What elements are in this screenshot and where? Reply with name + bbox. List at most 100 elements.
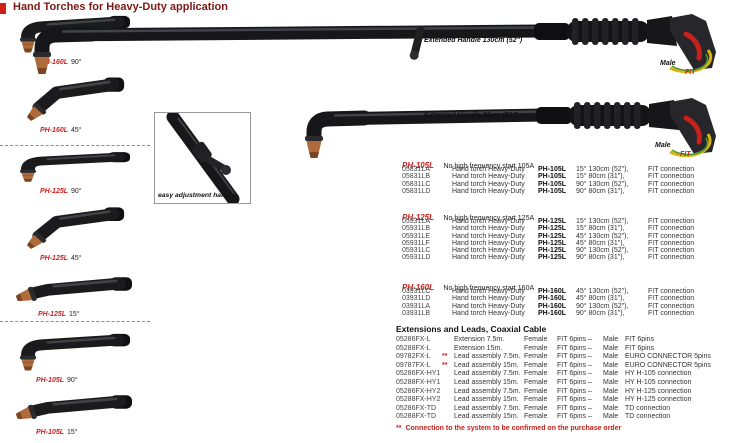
part-spec: 15° 80cm (31"),: [576, 173, 625, 181]
connector-gender-left: Female: [524, 378, 548, 386]
torch-45-illustration: [8, 204, 126, 250]
connector-type-left: FIT 6pins –: [557, 396, 592, 404]
torch-model-label: PH-125L: [40, 255, 69, 262]
torch-15-illustration: [4, 270, 134, 306]
part-code: 05931LD: [402, 254, 431, 262]
torch-model-label: PH-105L: [36, 377, 65, 384]
footnote-mark: **: [442, 361, 448, 369]
part-connection: FIT connection: [648, 180, 695, 188]
male-label: Male: [660, 60, 676, 67]
part-description: Hand torch Heavy-Duty: [452, 232, 525, 240]
connector-type-left: FIT 6pins –: [557, 370, 592, 378]
part-code: 05931LB: [402, 225, 431, 233]
part-connection: FIT connection: [648, 309, 695, 317]
part-description: Hand torch Heavy-Duty: [452, 173, 525, 181]
part-model: PH-160L: [538, 302, 567, 310]
part-code: 03931LC: [402, 288, 431, 295]
torch-angle-label: 90°: [71, 59, 82, 66]
footnote-mark: [442, 388, 454, 397]
part-spec: 45° 80cm (31"),: [576, 239, 625, 247]
section-ph105l: PH-105L No high frequency start 105A 058…: [402, 155, 728, 195]
extension-row: 05286FX-HY2 Lead assembly 7.5m. Female F…: [396, 388, 730, 397]
part-description: Hand torch Heavy-Duty: [452, 187, 525, 195]
torch-model-label: PH-105L: [36, 429, 65, 436]
part-code: 05831LA: [402, 166, 431, 173]
part-model: PH-105L: [538, 180, 567, 188]
part-description: Lead assembly 15m.: [454, 396, 519, 404]
part-code: 05931LA: [402, 218, 431, 225]
part-description: Hand torch Heavy-Duty: [452, 239, 525, 247]
part-connection: FIT connection: [648, 254, 695, 262]
easy-adjustment-panel: easy adjustment handle: [154, 110, 251, 206]
part-code: 05931LE: [402, 232, 431, 240]
part-code: 05931LF: [402, 239, 430, 247]
part-spec: 90° 80cm (31"),: [576, 187, 625, 195]
extension-row: 05288FX-L Extension 15m. Female FIT 6pin…: [396, 345, 730, 354]
part-connection: FIT connection: [648, 218, 695, 225]
torch-angle-label: 15°: [69, 311, 80, 318]
extension-row: 09782FX-L ** Lead assembly 7.5m. Female …: [396, 353, 730, 362]
footnote-mark: [442, 370, 454, 379]
part-code: 05288FX-HY1: [396, 378, 441, 386]
section-model: PH-125L: [402, 213, 435, 222]
connector-type-right: HY H-105 connection: [625, 378, 692, 386]
part-code: 05288FX-L: [396, 344, 431, 352]
catalog-row: 03931LD Hand torch Heavy-Duty PH-160L 45…: [402, 295, 728, 302]
footnote-mark: **: [442, 353, 448, 361]
part-code: 09787FX-L: [396, 361, 431, 369]
connector-gender-right: Male: [603, 413, 619, 421]
section-note: No high frequency start 160A: [443, 285, 535, 292]
part-code: 03931LD: [402, 295, 431, 303]
torch-model-label: PH-125L: [38, 311, 67, 318]
part-connection: FIT connection: [648, 225, 695, 233]
section-model: PH-160L: [402, 283, 435, 292]
connector-gender-left: Female: [524, 404, 548, 412]
extension-row: 05286FX-HY1 Lead assembly 7.5m. Female F…: [396, 370, 730, 379]
section-note: No high frequency start 125A: [443, 215, 535, 222]
catalog-row: 05831LA Hand torch Heavy-Duty PH-105L 15…: [402, 166, 728, 173]
adjustment-handle-illustration: [166, 110, 240, 206]
extension-row: 05288FX-HY2 Lead assembly 15m. Female FI…: [396, 396, 730, 405]
part-code: 05288FX-HY2: [396, 396, 441, 404]
torch-angle-label: 45°: [71, 255, 82, 262]
part-connection: FIT connection: [648, 247, 695, 255]
connector-type-right: HY H-105 connection: [625, 370, 692, 378]
connector-type-left: FIT 6pins –: [557, 336, 592, 343]
part-model: PH-105L: [538, 173, 567, 181]
part-model: PH-125L: [538, 254, 567, 262]
part-description: Lead assembly 15m.: [454, 361, 519, 369]
part-description: Lead assembly 7.5m.: [454, 387, 521, 395]
part-connection: FIT connection: [648, 302, 695, 310]
fit-label: FIT: [685, 69, 696, 76]
connector-gender-left: Female: [524, 361, 548, 369]
footnote-mark: [442, 336, 454, 345]
part-description: Extension 7.5m.: [454, 336, 505, 343]
part-model: PH-125L: [538, 225, 567, 233]
extension-row: 09787FX-L ** Lead assembly 15m. Female F…: [396, 362, 730, 371]
part-connection: FIT connection: [648, 173, 695, 181]
torch-angle-label: 90°: [67, 377, 78, 384]
part-code: 03931LA: [402, 302, 431, 310]
connector-type-right: FIT 6pins: [625, 344, 655, 352]
extension-row: 05288FX-HY1 Lead assembly 15m. Female FI…: [396, 379, 730, 388]
catalog-row: 05931LD Hand torch Heavy-Duty PH-125L 90…: [402, 254, 728, 261]
connector-type-right: HY H-125 connection: [625, 396, 692, 404]
connector-type-right: EURO CONNECTOR 5pins: [625, 353, 711, 361]
torch-90-illustration: [4, 330, 134, 372]
part-description: Hand torch Heavy-Duty: [452, 288, 525, 295]
adjustment-clamp: [409, 25, 425, 60]
footnote: **Connection to the system to be confirm…: [396, 425, 730, 432]
connector-gender-right: Male: [603, 378, 619, 386]
title-accent-bar: [0, 3, 6, 14]
part-code: 05831LD: [402, 187, 431, 195]
part-model: PH-125L: [538, 218, 567, 225]
part-connection: FIT connection: [648, 187, 695, 195]
part-model: PH-125L: [538, 232, 567, 240]
